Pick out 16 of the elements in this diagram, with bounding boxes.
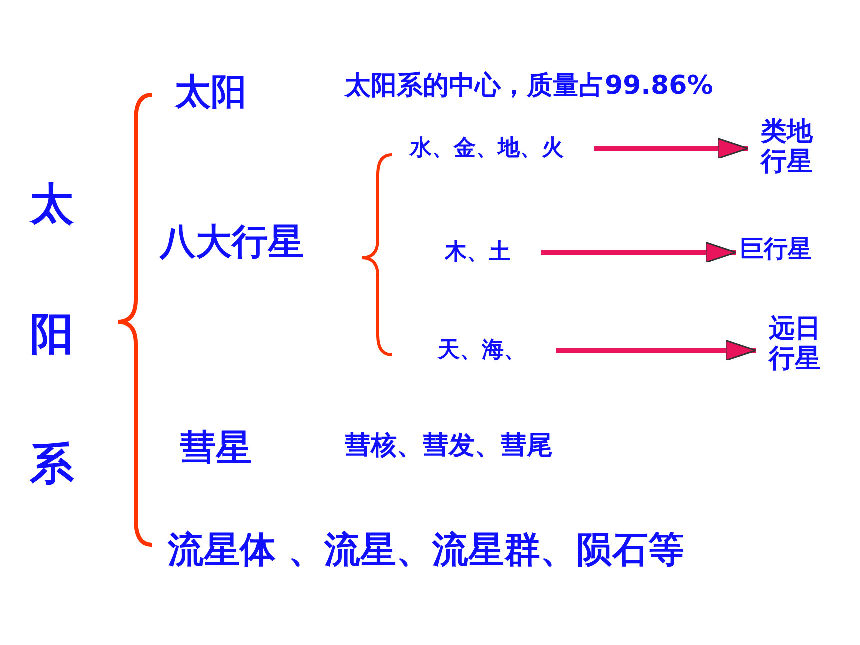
arrow (556, 340, 757, 362)
branch-label: 流星体 、流星、流星群、陨石等 (168, 530, 685, 572)
planet-group-text: 天、海、 (438, 338, 526, 364)
branch-label: 太阳 (175, 72, 247, 114)
category-text: 远日行星 (760, 315, 830, 375)
arrow (594, 138, 749, 160)
arrow (541, 242, 737, 264)
description-text: 彗核、彗发、彗尾 (345, 432, 553, 462)
planet-group-text: 水、金、地、火 (410, 136, 564, 162)
category-text: 巨行星 (740, 236, 812, 264)
vertical-title: 太阳系 (28, 178, 75, 492)
category-text: 类地行星 (752, 118, 822, 178)
planet-group-text: 木、土 (445, 240, 511, 266)
branch-label: 彗星 (180, 428, 252, 470)
branch-label: 八大行星 (160, 222, 304, 264)
description-text: 太阳系的中心，质量占99.86% (345, 72, 714, 102)
